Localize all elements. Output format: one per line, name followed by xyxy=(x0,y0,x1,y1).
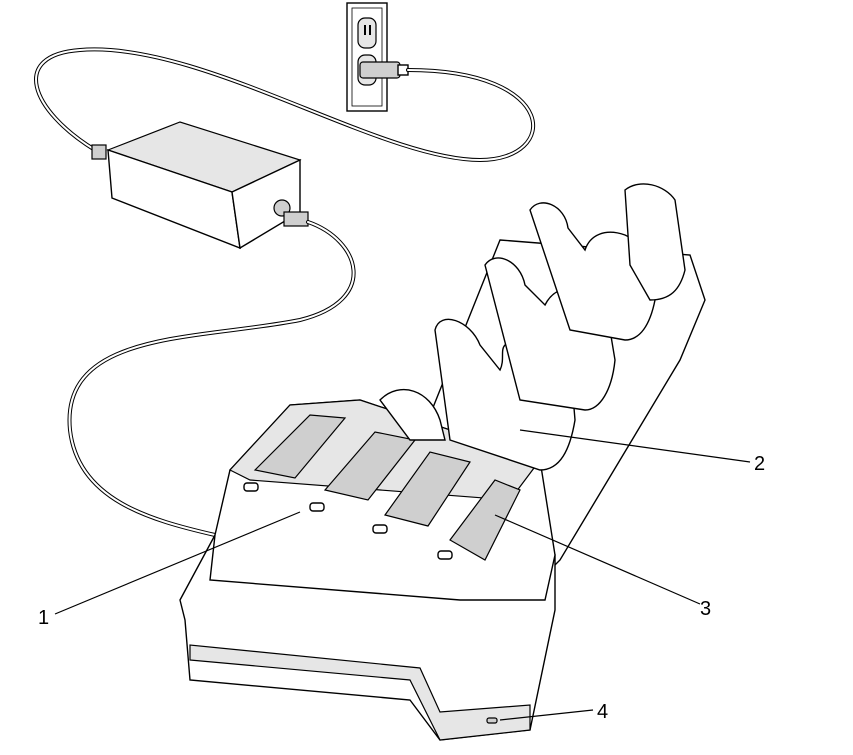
callout-3: 3 xyxy=(700,598,711,620)
callout-1: 1 xyxy=(38,607,49,629)
wall-outlet-icon xyxy=(346,2,409,112)
callout-4: 4 xyxy=(597,701,608,723)
battery-slots xyxy=(253,414,521,561)
callout-2: 2 xyxy=(754,453,765,475)
charging-leds xyxy=(243,482,453,560)
dc-cord xyxy=(67,220,356,537)
callout-lines xyxy=(54,429,751,721)
ac-cord xyxy=(34,47,535,163)
power-supply-icon xyxy=(91,121,309,250)
charging-cradle-icon xyxy=(179,183,706,741)
